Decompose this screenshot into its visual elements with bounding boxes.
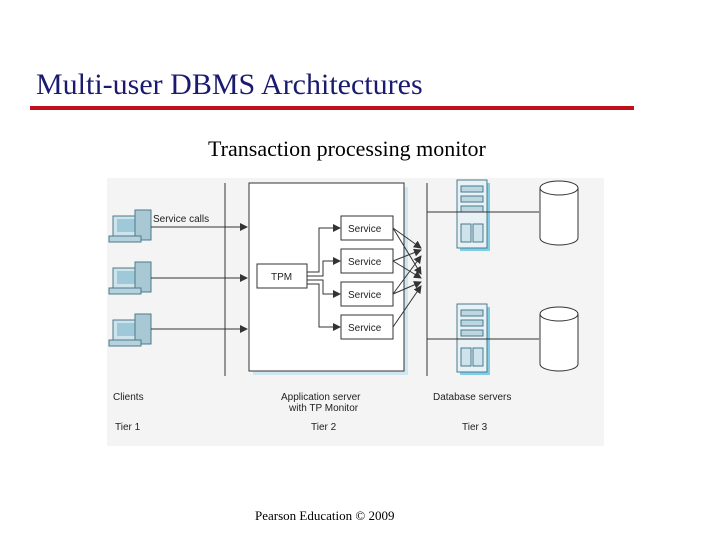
title-underline bbox=[30, 106, 634, 110]
client-computer-icon bbox=[108, 313, 152, 347]
tp-monitor-diagram: Service calls TPM Service Service Servic… bbox=[107, 178, 604, 446]
footer-copyright: Pearson Education © 2009 bbox=[255, 508, 395, 523]
service-db-link bbox=[392, 260, 422, 279]
service-db-link bbox=[392, 227, 422, 249]
client-computer-icon bbox=[108, 209, 152, 243]
service-label: Service bbox=[348, 323, 382, 334]
tier-label: Tier 3 bbox=[462, 422, 488, 433]
client-computer-icon bbox=[108, 261, 152, 295]
database-server-icon bbox=[456, 179, 490, 251]
database-server-icon bbox=[456, 303, 490, 375]
service-box bbox=[340, 248, 394, 274]
database-cylinder-icon bbox=[539, 306, 579, 372]
tier-label: Tier 2 bbox=[311, 422, 337, 433]
tpm-service-arrow bbox=[307, 279, 341, 298]
tpm-service-arrow bbox=[307, 283, 341, 331]
tpm-service-arrow bbox=[307, 224, 341, 273]
service-db-link bbox=[392, 255, 422, 295]
clients-label: Clients bbox=[113, 392, 144, 403]
service-label: Service bbox=[348, 257, 382, 268]
app-server-label: Application server bbox=[281, 392, 361, 403]
database-cylinder-icon bbox=[539, 180, 579, 246]
tpm-label: TPM bbox=[271, 272, 292, 283]
service-label: Service bbox=[348, 224, 382, 235]
service-calls-label: Service calls bbox=[153, 214, 209, 225]
service-db-link bbox=[392, 227, 422, 275]
service-db-link bbox=[392, 285, 422, 328]
service-label: Service bbox=[348, 290, 382, 301]
tier-label: Tier 1 bbox=[115, 422, 141, 433]
app-server-label-line2: with TP Monitor bbox=[288, 403, 359, 414]
tpm-box bbox=[256, 263, 308, 289]
tpm-service-arrow bbox=[307, 257, 341, 277]
slide-title: Multi-user DBMS Architectures bbox=[36, 68, 423, 101]
service-db-link bbox=[392, 248, 422, 262]
service-box bbox=[340, 281, 394, 307]
service-box bbox=[340, 314, 394, 340]
database-servers-label: Database servers bbox=[433, 392, 511, 403]
slide-subtitle: Transaction processing monitor bbox=[208, 136, 486, 161]
service-db-link bbox=[392, 281, 422, 295]
